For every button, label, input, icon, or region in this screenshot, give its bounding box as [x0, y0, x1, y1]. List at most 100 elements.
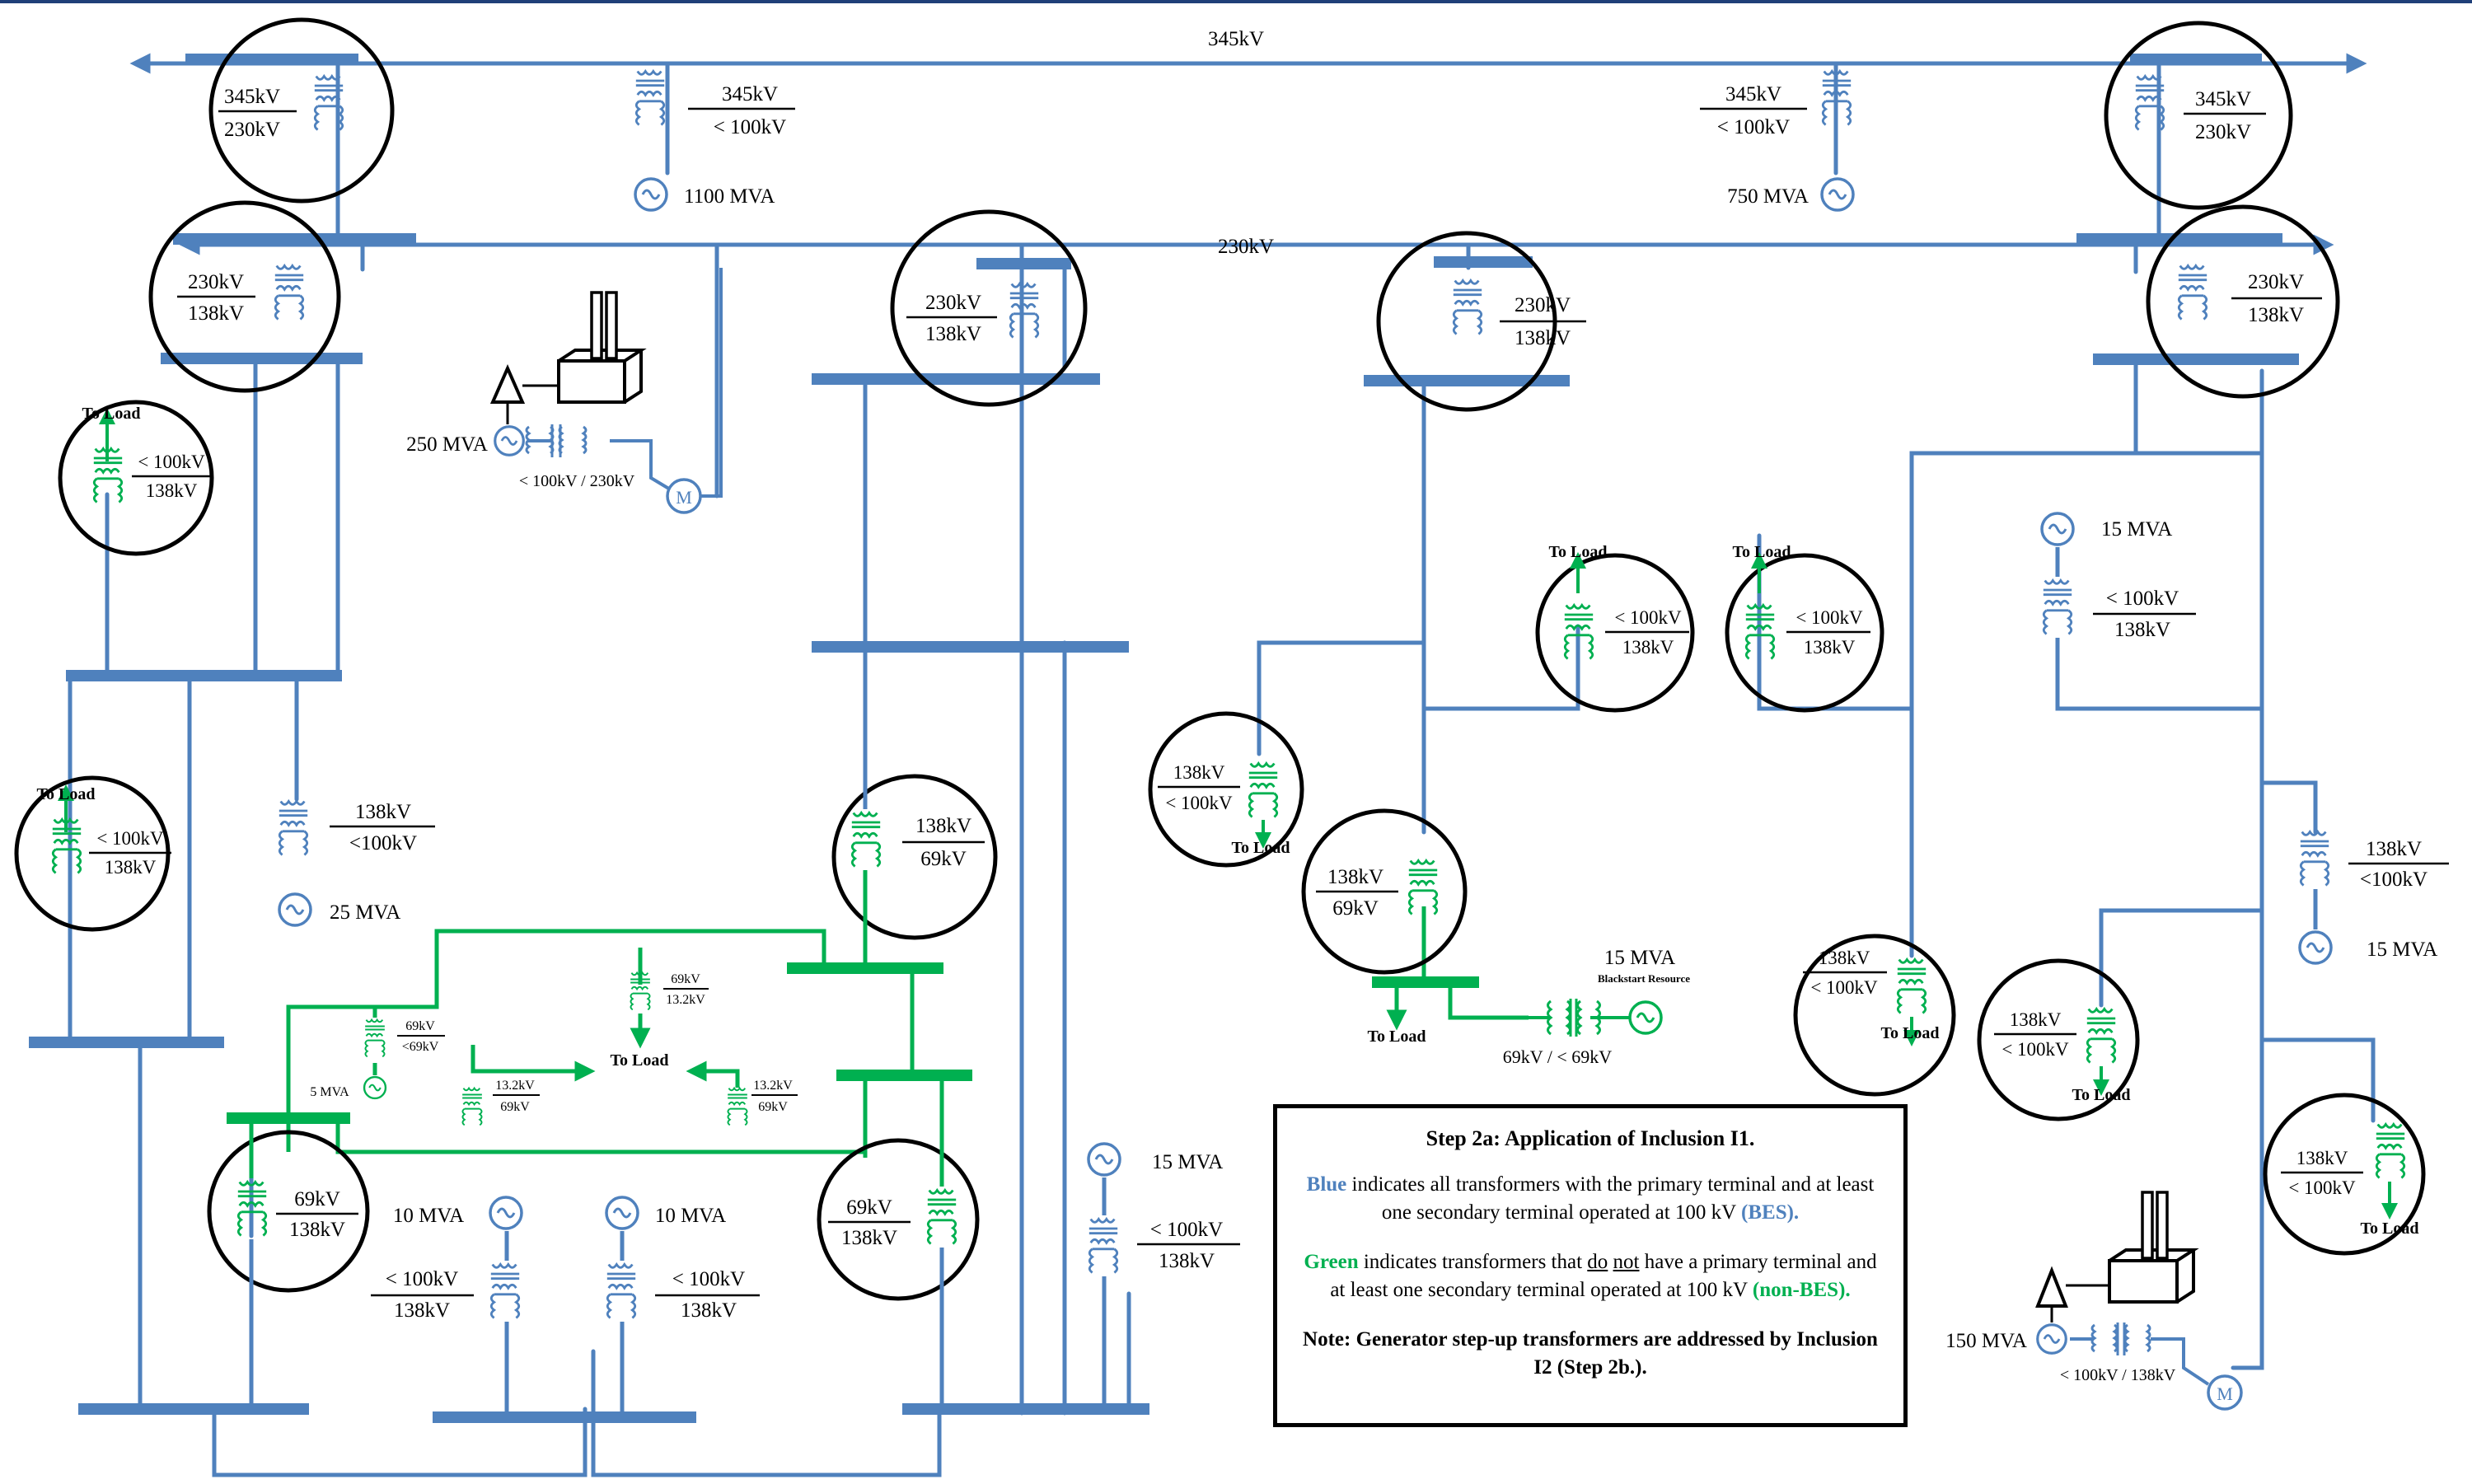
transformer-icon — [606, 1263, 637, 1319]
ratio-bottom: 230kV — [2195, 121, 2251, 143]
plant-250: M 250 MVA < 100kV / 230kV — [406, 268, 723, 514]
ratio-bottom: < 100kV — [1810, 977, 1878, 998]
to-load-label: To Load — [611, 1051, 669, 1070]
transformer-icon — [2375, 1123, 2406, 1179]
legend-green-text-2: have a primary terminal and at least one… — [1330, 1251, 1877, 1301]
ratio-bottom: 138kV — [925, 323, 981, 345]
generator-rating: 10 MVA — [655, 1205, 726, 1227]
generator-rating: 10 MVA — [393, 1205, 464, 1227]
inclusion-circle-load-h — [2263, 1093, 2426, 1256]
generator-icon — [1087, 1142, 1121, 1177]
bus-bars — [29, 54, 2299, 1423]
ratio-bottom: 69kV — [1332, 897, 1379, 920]
svg-text:M: M — [676, 487, 692, 508]
generator-rating: 250 MVA — [406, 433, 488, 456]
inclusion-circle-load-d — [1535, 553, 1695, 713]
ratio-bottom: 138kV — [105, 857, 157, 878]
transformer-icon — [278, 800, 309, 856]
ratio-top: 69kV — [405, 1019, 435, 1033]
ratio-top: < 100kV — [1614, 607, 1682, 628]
ratio-bottom: 69kV — [920, 848, 967, 870]
inclusion-circle-load-c — [1148, 711, 1304, 868]
transformer-icon — [2042, 579, 2073, 635]
ratio-top: 13.2kV — [495, 1079, 535, 1093]
generator-rating: 15 MVA — [1152, 1151, 1223, 1173]
generator-icon — [2036, 1323, 2067, 1355]
ratio-bottom: <100kV — [2360, 868, 2428, 891]
transformer-icon — [1248, 762, 1279, 818]
ratio-bottom: 138kV — [394, 1299, 450, 1322]
inclusion-circle-load-a — [58, 400, 214, 556]
plant-ratio: < 100kV / 138kV — [2060, 1366, 2176, 1384]
to-load-label: To Load — [1549, 543, 1608, 561]
ratio-bottom: < 100kV — [714, 116, 786, 138]
ratio-bottom: < 100kV — [1717, 116, 1790, 138]
ratio-top: 345kV — [1725, 83, 1781, 105]
generator-icon — [363, 1075, 387, 1100]
non-bes-bars — [227, 962, 1479, 1124]
to-load-label: To Load — [82, 405, 141, 423]
to-load-label: To Load — [1368, 1028, 1426, 1046]
legend-blue-text: indicates all transformers with the prim… — [1351, 1173, 1875, 1224]
inclusion-circle-69-138-b — [817, 1138, 980, 1301]
transformer-icon — [727, 1087, 748, 1126]
ratio-top: < 100kV — [386, 1268, 458, 1290]
generator-rating: 15 MVA — [1604, 947, 1675, 969]
ratio-top: 345kV — [722, 83, 778, 105]
ratio-top: 138kV — [915, 815, 971, 837]
transformer-icon — [2177, 264, 2208, 321]
inclusion-circle-load-e — [1725, 553, 1884, 713]
generator-icon — [2298, 930, 2333, 965]
blackstart-ratio: 69kV / < 69kV — [1503, 1046, 1613, 1067]
legend-green-tag: (non-BES). — [1752, 1279, 1851, 1301]
transformer-icon — [2299, 831, 2330, 887]
blackstart-label: Blackstart Resource — [1598, 972, 1690, 985]
ratio-bottom: 69kV — [758, 1100, 788, 1114]
ratio-bottom: 138kV — [2114, 619, 2170, 641]
to-load-label: To Load — [1232, 839, 1290, 857]
inclusion-circle-load-g — [1977, 958, 2140, 1121]
inclusion-circle-138-69-b — [1301, 808, 1468, 975]
345kv-bus-label: 345kV — [1208, 28, 1264, 50]
230kv-bus-label: 230kV — [1218, 236, 1274, 258]
ratio-bottom: 138kV — [1622, 637, 1674, 658]
transformer-icon — [1009, 283, 1040, 339]
generator-icon — [634, 177, 668, 212]
ratio-bottom: <100kV — [349, 832, 417, 854]
transformer-icon — [461, 1087, 483, 1126]
ratio-top: 138kV — [2296, 1148, 2348, 1168]
legend-title: Step 2a: Application of Inclusion I1. — [1426, 1126, 1755, 1150]
ratio-top: < 100kV — [1795, 607, 1863, 628]
ratio-top: < 100kV — [1150, 1219, 1223, 1241]
legend-box: Step 2a: Application of Inclusion I1. Bl… — [1273, 1104, 1908, 1427]
transformer-icon — [489, 1263, 521, 1319]
ratio-bottom: 69kV — [500, 1100, 530, 1114]
svg-text:M: M — [2217, 1383, 2233, 1404]
ratio-top: 138kV — [1173, 762, 1225, 783]
transformer-icon — [634, 70, 666, 126]
ratio-bottom: < 100kV — [2288, 1177, 2356, 1198]
transformer-icon — [364, 1018, 386, 1058]
transformer-icon — [1407, 859, 1439, 915]
ratio-top: 69kV — [671, 972, 700, 986]
blackstart-unit: 15 MVA Blackstart Resource 69kV / < 69kV — [1503, 947, 1690, 1067]
ratio-bottom: < 100kV — [1165, 793, 1233, 813]
inclusion-circle-69-138-a — [207, 1130, 370, 1293]
to-load-label: To Load — [1733, 543, 1791, 561]
ratio-bottom: 138kV — [1159, 1250, 1215, 1272]
ratio-bottom: <69kV — [402, 1040, 439, 1054]
generator-rating: 15 MVA — [2101, 518, 2172, 541]
inclusion-circle-load-f — [1793, 934, 1956, 1097]
legend-blue-word: Blue — [1306, 1173, 1347, 1196]
legend-note: Note: Generator step-up transformers are… — [1303, 1328, 1878, 1379]
ratio-top: < 100kV — [96, 828, 164, 849]
generator-rating: 1100 MVA — [684, 185, 775, 208]
ratio-top: < 100kV — [138, 452, 205, 472]
generator-icon — [494, 425, 525, 456]
to-load-label: To Load — [1881, 1024, 1940, 1042]
generator-rating: 750 MVA — [1727, 185, 1809, 208]
ratio-top: 69kV — [846, 1196, 892, 1219]
ratio-top: 345kV — [2195, 88, 2251, 110]
generator-icon — [1628, 1000, 1663, 1035]
